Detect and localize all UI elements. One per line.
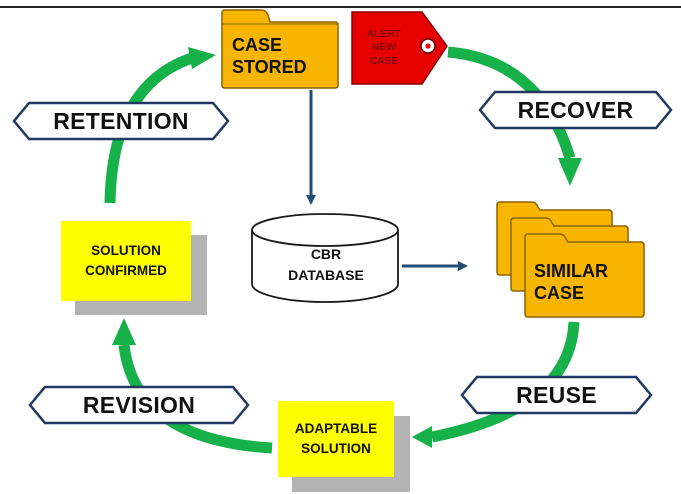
case-stored-folder-icon xyxy=(221,9,339,89)
solution-confirmed-label: SOLUTION CONFIRMED xyxy=(85,243,167,278)
cycle-arrowhead-recover xyxy=(558,158,582,186)
adaptable-solution-label: ADAPTABLE SOLUTION xyxy=(294,421,378,456)
cycle-arrowhead-reuse xyxy=(412,426,432,448)
revision-label: REVISION xyxy=(82,391,196,418)
cycle-arrows xyxy=(104,46,582,454)
reuse-badge xyxy=(460,375,653,415)
reuse-label: REUSE xyxy=(516,381,597,408)
adaptable-solution-note xyxy=(278,401,410,492)
alert-tag-icon xyxy=(351,11,448,85)
top-rule xyxy=(0,6,681,8)
cbr-database-label: CBR DATABASE xyxy=(288,246,364,283)
cycle-arrow-recover xyxy=(447,46,576,160)
cycle-arrowhead-retention xyxy=(188,47,216,69)
retention-label: RETENTION xyxy=(53,107,189,134)
revision-badge xyxy=(28,385,250,425)
recover-label: RECOVER xyxy=(517,96,634,123)
case-stored-label: CASE STORED xyxy=(232,34,307,78)
similar-case-folder-icon xyxy=(496,201,645,318)
recover-badge xyxy=(478,90,673,130)
cycle-arrowhead-revision xyxy=(112,318,136,345)
solution-confirmed-note xyxy=(61,221,207,315)
alert-new-case-label: ALERT NEW CASE xyxy=(367,28,401,67)
cbr-database-icon xyxy=(251,213,399,303)
similar-case-label: SIMILAR CASE xyxy=(534,260,608,304)
retention-badge xyxy=(12,101,230,141)
